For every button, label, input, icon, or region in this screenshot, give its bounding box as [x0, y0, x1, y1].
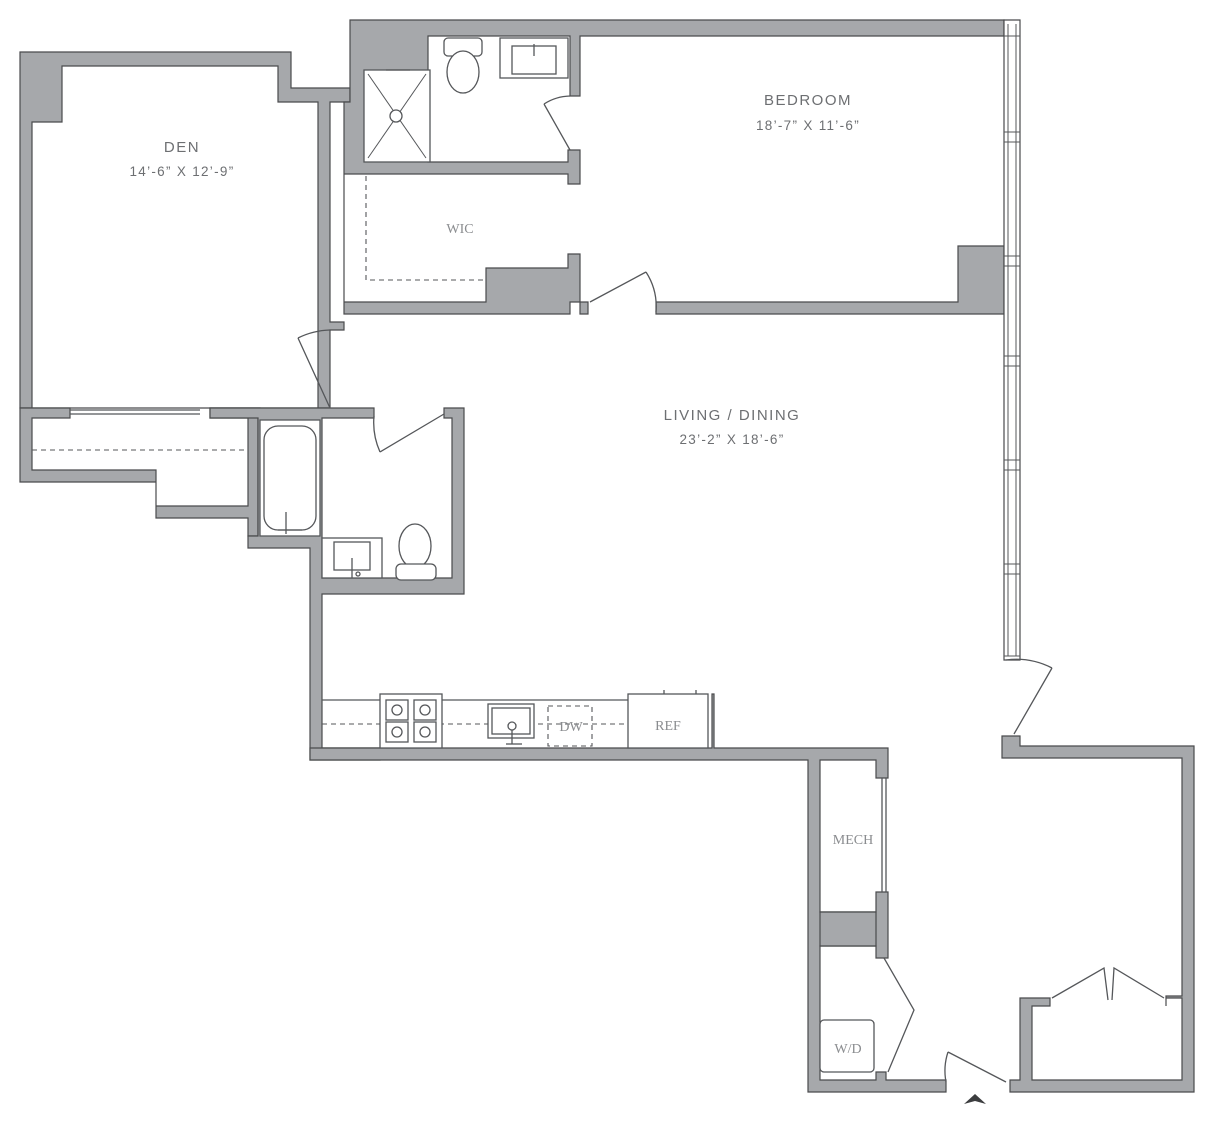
living-dims: 23’-2” X 18’-6”	[679, 432, 784, 447]
ref-label: REF	[655, 719, 681, 734]
mech-label: MECH	[833, 833, 873, 848]
den-south-wall	[19, 407, 261, 537]
closet-door-left	[1051, 966, 1109, 1001]
bedroom-name: BEDROOM	[764, 92, 852, 109]
wd-door	[883, 957, 915, 1073]
kitchen-counter	[322, 699, 628, 725]
closet-door-right	[1111, 966, 1165, 1001]
bedroom-door	[589, 271, 657, 313]
bedroom-dims: 18’-7” X 11’-6”	[756, 118, 860, 133]
range	[379, 693, 443, 749]
entry-door	[944, 1051, 1007, 1083]
den-sliding-door	[70, 409, 200, 415]
living-name: LIVING / DINING	[664, 407, 801, 424]
master-sink	[499, 37, 569, 79]
den-door	[297, 329, 331, 409]
entry-arrow-icon	[964, 1094, 986, 1104]
bedroom-south-wall	[655, 245, 1005, 315]
kitchen-south-wall	[309, 693, 947, 1093]
walls	[19, 19, 1195, 1093]
washer-dryer	[819, 1019, 875, 1073]
wic-label: WIC	[446, 222, 473, 237]
bathtub	[259, 419, 321, 537]
dw-label: DW	[559, 720, 583, 735]
hall-bath-door	[373, 413, 445, 453]
bedroom-north-wall	[343, 19, 1005, 315]
wd-label: W/D	[834, 1042, 861, 1057]
master-toilet	[443, 37, 483, 94]
refrigerator	[627, 690, 709, 749]
den-dims: 14’-6” X 12’-9”	[129, 164, 234, 179]
east-windows	[1004, 24, 1020, 657]
hall-toilet	[395, 523, 437, 581]
mech-partition	[819, 911, 877, 947]
east-lower-wall	[1001, 735, 1195, 1093]
dishwasher	[547, 705, 593, 747]
mech-door	[881, 778, 887, 892]
den-west-wall	[19, 51, 351, 409]
hall-sink	[321, 537, 383, 579]
east-door	[1005, 658, 1053, 735]
wic-shelf	[365, 176, 486, 281]
shower	[363, 69, 431, 163]
den-name: DEN	[164, 139, 200, 156]
bedroom-bath-door	[543, 95, 571, 151]
doors	[70, 95, 1165, 1083]
kitchen-sink	[487, 703, 535, 745]
fixtures	[32, 37, 875, 1073]
room-labels: DEN 14’-6” X 12’-9” BEDROOM 18’-7” X 11’…	[129, 92, 873, 1057]
